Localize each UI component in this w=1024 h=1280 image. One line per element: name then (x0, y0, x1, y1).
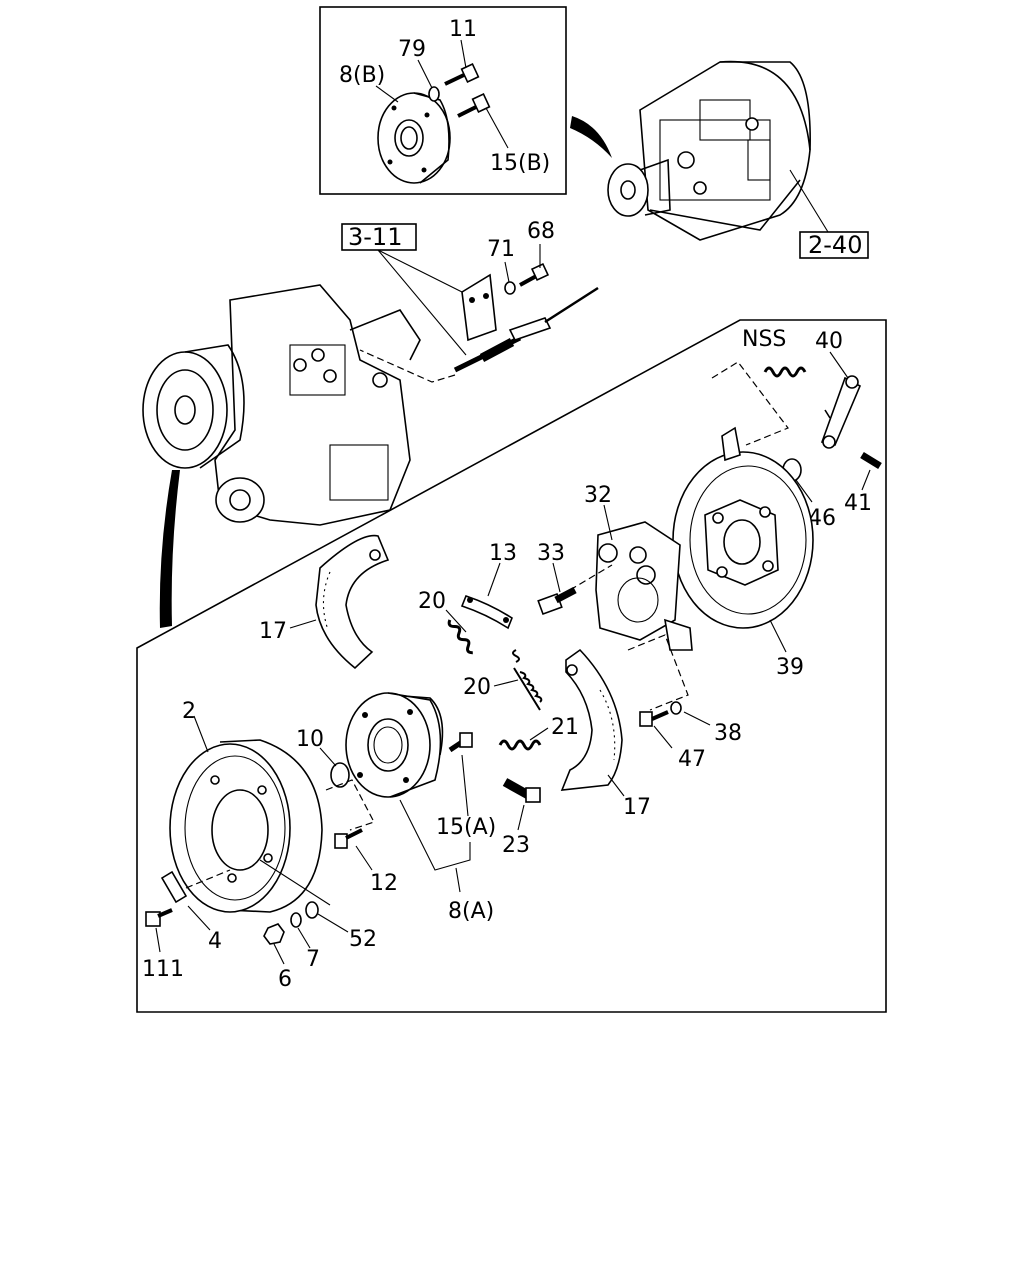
label-47: 47 (678, 747, 706, 772)
label-8a: 8(A) (448, 899, 494, 924)
label-6: 6 (278, 967, 292, 992)
washer-10 (330, 762, 350, 788)
bolt-47 (639, 710, 669, 727)
brake-shoe-17-lower (560, 648, 623, 791)
anchor-plate-32 (595, 521, 693, 651)
inset-box-flange-b: 11 79 8(B) 15(B) (319, 6, 567, 195)
bolt-11 (444, 63, 480, 86)
label-15b: 15(B) (490, 151, 550, 176)
label-52: 52 (349, 927, 377, 952)
label-79: 79 (398, 37, 426, 62)
label-13: 13 (489, 541, 517, 566)
label-4: 4 (208, 929, 222, 954)
spring-21 (498, 739, 542, 751)
engine-pointer-arrow (159, 470, 180, 628)
nut-6 (263, 923, 285, 945)
bracket-4 (160, 870, 188, 904)
label-8b: 8(B) (339, 63, 385, 88)
label-32: 32 (584, 483, 612, 508)
label-ref-3-11: 3-11 (348, 223, 402, 251)
brake-drum-2 (169, 739, 323, 913)
cable-bracket-linkage (359, 273, 599, 383)
spring-20-lower (512, 649, 543, 711)
backing-plate-39 (672, 426, 814, 629)
label-ref-2-40: 2-40 (808, 231, 862, 259)
label-21: 21 (551, 715, 579, 740)
companion-flange-b (377, 92, 451, 184)
label-71: 71 (487, 237, 515, 262)
bolt-15a (448, 732, 473, 753)
bolt-15b (457, 93, 491, 118)
label-20-upper: 20 (418, 589, 446, 614)
bolt-111 (145, 908, 173, 927)
washer-38 (670, 701, 682, 715)
sensor-23 (502, 778, 541, 803)
detail-box-frame (136, 319, 887, 1013)
label-40: 40 (815, 329, 843, 354)
washer-71 (504, 281, 516, 295)
engine-assembly (142, 284, 421, 526)
label-17-upper: 17 (259, 619, 287, 644)
washer-52 (305, 901, 319, 919)
spring-nss (763, 366, 807, 378)
label-39: 39 (776, 655, 804, 680)
strut-13 (460, 595, 513, 630)
bolt-68 (519, 262, 550, 287)
transmission-assembly (607, 60, 829, 241)
adjuster-33 (537, 586, 577, 616)
spring-20-upper (447, 619, 473, 655)
label-23: 23 (502, 833, 530, 858)
label-20-lower: 20 (463, 675, 491, 700)
label-111: 111 (142, 957, 184, 982)
label-nss: NSS (742, 327, 786, 352)
label-38: 38 (714, 721, 742, 746)
label-10: 10 (296, 727, 324, 752)
lever-40 (820, 375, 862, 449)
label-2: 2 (182, 699, 196, 724)
label-11: 11 (449, 17, 477, 42)
pin-41 (860, 452, 882, 469)
label-15a: 15(A) (436, 815, 496, 840)
brake-shoe-17-upper (315, 534, 390, 670)
bolt-12 (334, 828, 363, 849)
label-68: 68 (527, 219, 555, 244)
washer-7 (290, 912, 302, 928)
label-17-lower: 17 (623, 795, 651, 820)
label-33: 33 (537, 541, 565, 566)
inset-pointer-arrow (570, 116, 612, 158)
label-12: 12 (370, 871, 398, 896)
label-41: 41 (844, 491, 872, 516)
label-7: 7 (306, 947, 320, 972)
ref-box-2-40 (799, 231, 869, 259)
washer-79 (428, 86, 440, 102)
companion-flange-8a (345, 692, 444, 798)
